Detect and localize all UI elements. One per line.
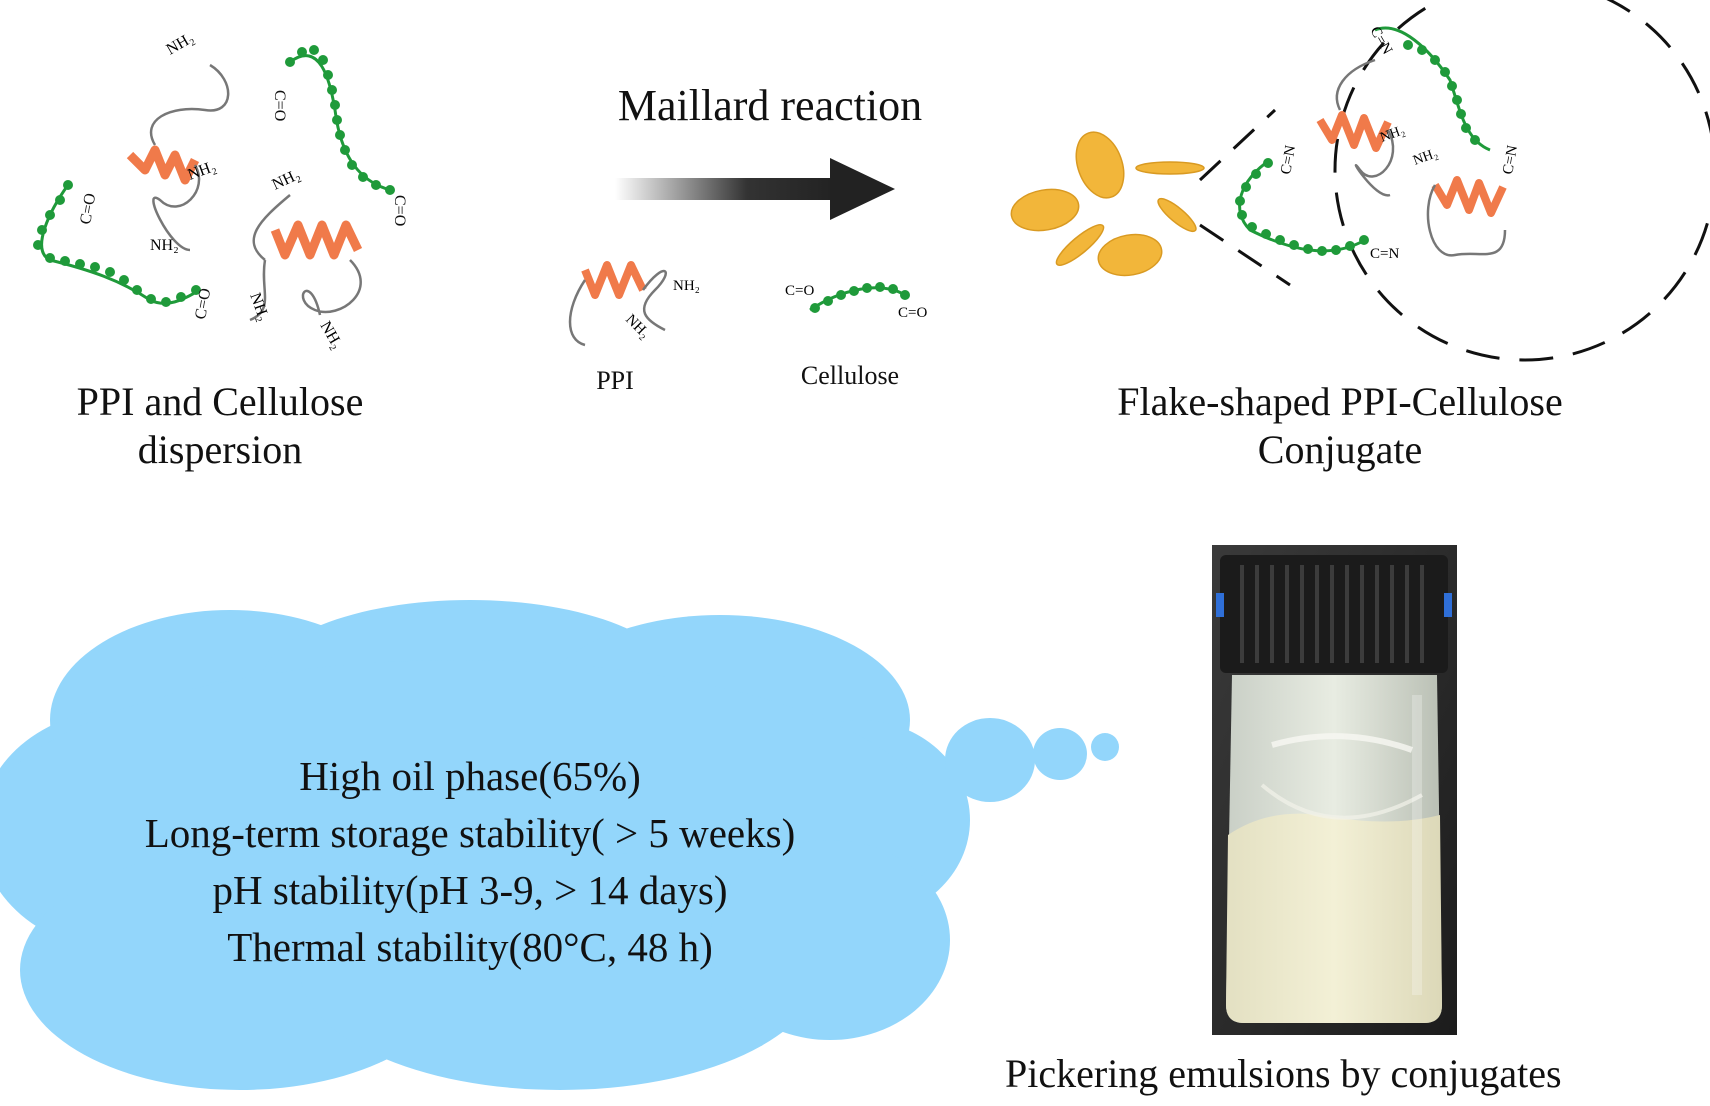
- legend-cellulose-label: Cellulose: [800, 361, 900, 390]
- amine-label: NH₂: [673, 278, 700, 294]
- dispersion-illustration: NH₂ NH₂ NH₂ NH₂ NH₂ NH₂ C=O C=O C=O C=O: [33, 29, 408, 352]
- carbonyl-label: C=O: [192, 287, 214, 321]
- imine-label: C=N: [1370, 246, 1399, 262]
- flakes-illustration: [1010, 131, 1205, 277]
- flake: [1157, 197, 1197, 233]
- legend-ppi-label: PPI: [596, 366, 634, 395]
- property-line: Long-term storage stability( > 5 weeks): [144, 810, 796, 856]
- property-line: Thermal stability(80°C, 48 h): [227, 924, 713, 970]
- property-line: pH stability(pH 3-9, > 14 days): [212, 867, 728, 913]
- legend-ppi-icon: NH₂ NH₂: [568, 261, 700, 347]
- carbonyl-label: C=O: [785, 283, 814, 299]
- properties-list: High oil phase(65%) Long-term storage st…: [20, 748, 920, 976]
- cellulose-chain: C=O C=O: [271, 45, 408, 226]
- conjugate-structure: C=N C=N C=N C=N NH₂ NH₂: [1235, 24, 1521, 262]
- conjugate-label: Flake-shaped PPI-Cellulose Conjugate: [1117, 379, 1563, 472]
- conjugate-zoom-illustration: C=N C=N C=N C=N NH₂ NH₂: [1198, 0, 1710, 362]
- photo-caption: Pickering emulsions by conjugates: [1005, 1051, 1562, 1096]
- ppi-molecule: NH₂ NH₂ NH₂: [126, 29, 230, 254]
- amine-label: NH₂: [1411, 146, 1440, 169]
- flake: [1055, 224, 1105, 266]
- amine-label: NH₂: [270, 166, 303, 194]
- bubble-small: [1091, 733, 1119, 761]
- dispersion-label: PPI and Cellulose dispersion: [76, 379, 364, 472]
- bubble-large: [945, 718, 1035, 802]
- carbonyl-label: C=O: [77, 192, 99, 226]
- cellulose-chain: C=O C=O: [33, 180, 214, 321]
- amine-label: NH₂: [150, 237, 179, 254]
- imine-label: C=N: [1278, 144, 1299, 176]
- imine-label: C=N: [1500, 144, 1521, 176]
- ppi-molecule: NH₂ NH₂ NH₂: [246, 166, 363, 352]
- property-line: High oil phase(65%): [299, 753, 641, 799]
- reaction-arrow: [615, 158, 895, 220]
- amine-label: NH₂: [622, 312, 652, 342]
- properties-cloud: [0, 600, 1119, 1090]
- emulsion-vial-photo: [1212, 545, 1457, 1035]
- legend-cellulose-icon: C=O C=O: [785, 282, 927, 321]
- carbonyl-label: C=O: [898, 305, 927, 321]
- flake: [1097, 233, 1163, 277]
- amine-label: NH₂: [246, 291, 272, 324]
- carbonyl-label: C=O: [271, 90, 288, 121]
- flake: [1135, 161, 1205, 175]
- amine-label: NH₂: [164, 29, 197, 58]
- flake: [1010, 188, 1080, 232]
- reaction-label: Maillard reaction: [617, 81, 923, 130]
- carbonyl-label: C=O: [391, 195, 408, 226]
- flake: [1075, 131, 1125, 199]
- bubble-medium: [1033, 728, 1087, 780]
- amine-label: NH₂: [317, 319, 346, 352]
